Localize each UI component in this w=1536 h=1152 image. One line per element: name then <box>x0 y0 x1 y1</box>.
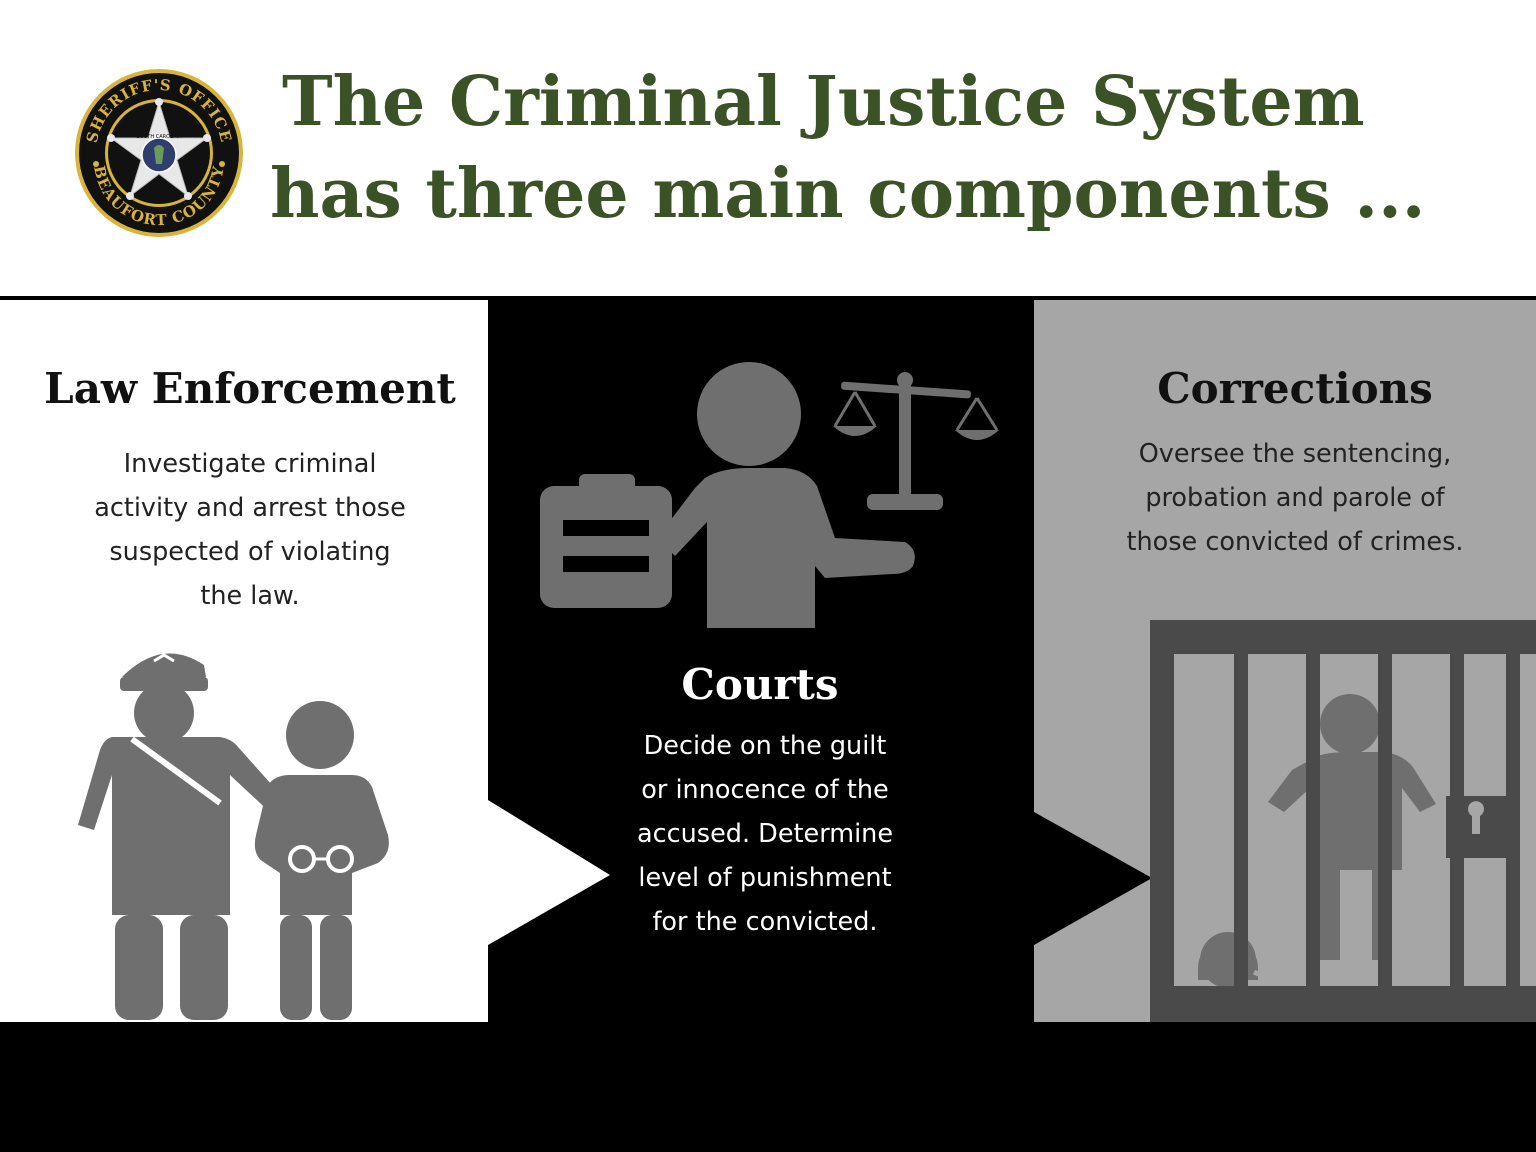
page-title-line-2: has three main components ... <box>270 154 1426 234</box>
courts-description: Decide on the guilt or innocence of the … <box>636 731 894 937</box>
corrections-heading: Corrections <box>1157 364 1433 413</box>
header: SHERIFF'S OFFICE BEAUFORT COUNTY SOUTH C… <box>0 0 1536 298</box>
page-title-line-1: The Criminal Justice System <box>282 62 1365 142</box>
prisoner-jail-cell-icon <box>1150 620 1536 1022</box>
law-enforcement-description: Investigate criminal activity and arrest… <box>94 449 406 611</box>
corrections-description: Oversee the sentencing, probation and pa… <box>1126 439 1464 557</box>
header-divider <box>0 296 1536 300</box>
courts-heading: Courts <box>681 660 839 709</box>
sheriff-badge-icon: SHERIFF'S OFFICE BEAUFORT COUNTY SOUTH C… <box>75 69 243 237</box>
law-enforcement-heading: Law Enforcement <box>44 364 456 413</box>
police-officer-arrest-icon <box>78 653 389 1020</box>
judge-scales-clipboard-icon <box>540 362 999 628</box>
logo-center-text: SOUTH CAROLINA <box>137 134 182 140</box>
